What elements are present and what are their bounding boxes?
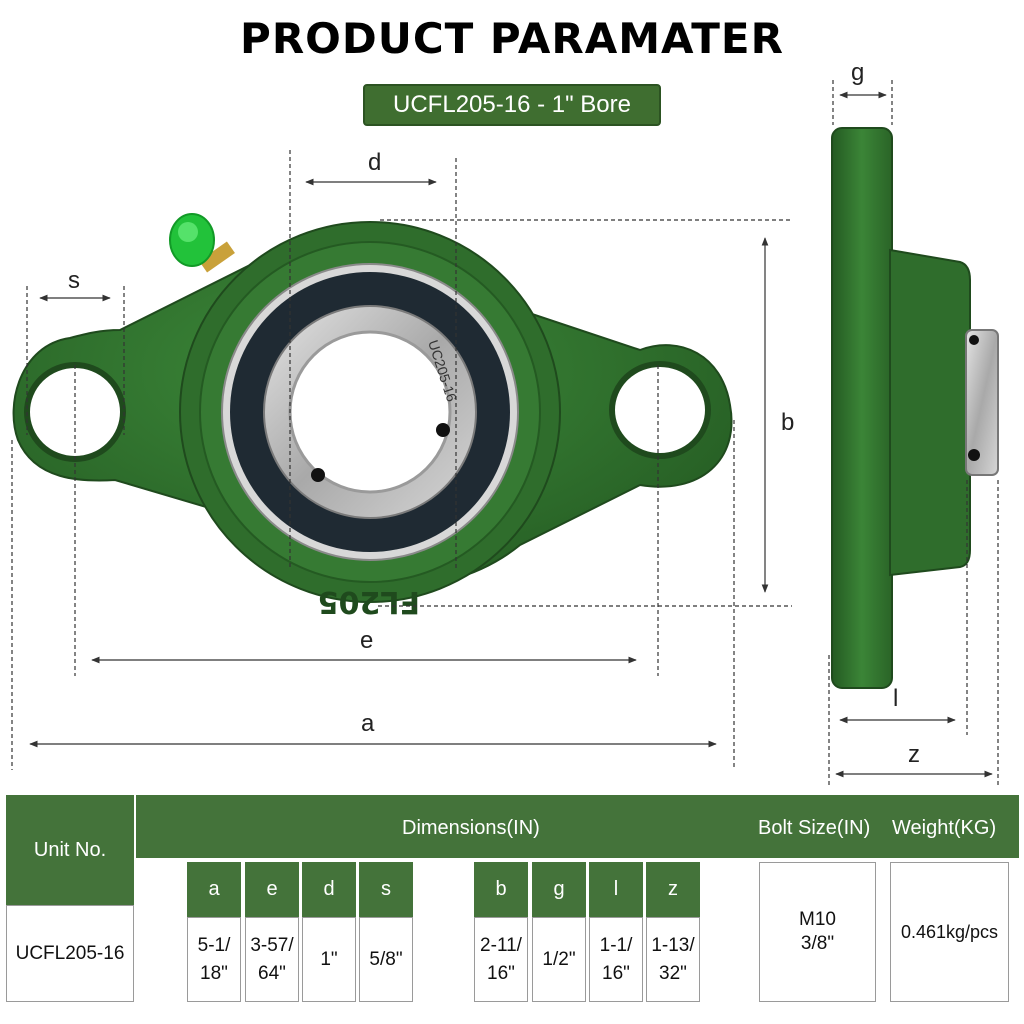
dim-value-line2: 32" (659, 962, 687, 984)
dim-label-z: z (908, 741, 920, 768)
housing-mark: FL205 (318, 584, 420, 619)
grease-nipple-icon (169, 213, 235, 273)
header-unit-no: Unit No. (6, 795, 134, 905)
weight-value: 0.461kg/pcs (890, 862, 1009, 1002)
dim-label-l: l (893, 685, 898, 712)
dim-value-line1: 5/8" (369, 948, 403, 970)
model-badge: UCFL205-16 - 1" Bore (363, 84, 661, 126)
dim-header-a: a (187, 862, 241, 917)
bolt-size-line1: M10 (799, 909, 836, 930)
bore (288, 330, 452, 494)
dim-value-line1: 1" (320, 948, 338, 970)
dim-label-d: d (368, 149, 381, 176)
dim-value-e: 3-57/64" (245, 917, 299, 1002)
dim-label-a: a (361, 710, 375, 737)
flange-housing-front: UC205-16 FL205 (12, 213, 733, 619)
dim-label-s: s (68, 267, 80, 294)
dim-value-d: 1" (302, 917, 356, 1002)
dim-value-line1: 1-1/ (599, 934, 633, 956)
dim-value-line2: 18" (200, 962, 228, 984)
dim-value-z: 1-13/32" (646, 917, 700, 1002)
dim-value-line1: 5-1/ (197, 934, 231, 956)
dim-value-line1: 1/2" (542, 948, 576, 970)
dim-value-a: 5-1/18" (187, 917, 241, 1002)
dim-value-b: 2-11/16" (474, 917, 528, 1002)
dim-header-b: b (474, 862, 528, 917)
dim-label-b: b (781, 409, 794, 436)
dim-value-l: 1-1/16" (589, 917, 643, 1002)
header-dimensions: Dimensions(IN) (402, 817, 540, 839)
bolt-size-value: M10 3/8" (759, 862, 876, 1002)
unit-value: UCFL205-16 (6, 905, 134, 1002)
dim-value-line1: 1-13/ (651, 934, 695, 956)
flange-housing-side (831, 127, 999, 689)
dim-value-s: 5/8" (359, 917, 413, 1002)
bolt-hole-right (609, 361, 711, 459)
dim-value-line1: 2-11/ (480, 934, 522, 956)
dim-header-g: g (532, 862, 586, 917)
page-title: PRODUCT PARAMATER (240, 14, 784, 63)
dimension-lines (11, 80, 999, 788)
dim-value-line2: 16" (487, 962, 515, 984)
dim-header-d: d (302, 862, 356, 917)
dim-header-e: e (245, 862, 299, 917)
header-bolt-size: Bolt Size(IN) (758, 817, 871, 839)
header-weight: Weight(KG) (892, 817, 997, 839)
header-band: Dimensions(IN) Bolt Size(IN) Weight(KG) (136, 795, 1019, 858)
bolt-size-line2: 3/8" (800, 933, 835, 954)
dim-label-g: g (851, 59, 864, 86)
dim-value-line1: 3-57/ (250, 934, 294, 956)
dim-value-line2: 64" (258, 962, 286, 984)
dim-header-z: z (646, 862, 700, 917)
dim-header-l: l (589, 862, 643, 917)
bearing-drawing: UC205-16 FL205 (11, 59, 999, 788)
dim-value-line2: 16" (602, 962, 630, 984)
dim-label-e: e (360, 627, 373, 654)
dim-header-s: s (359, 862, 413, 917)
dim-value-g: 1/2" (532, 917, 586, 1002)
